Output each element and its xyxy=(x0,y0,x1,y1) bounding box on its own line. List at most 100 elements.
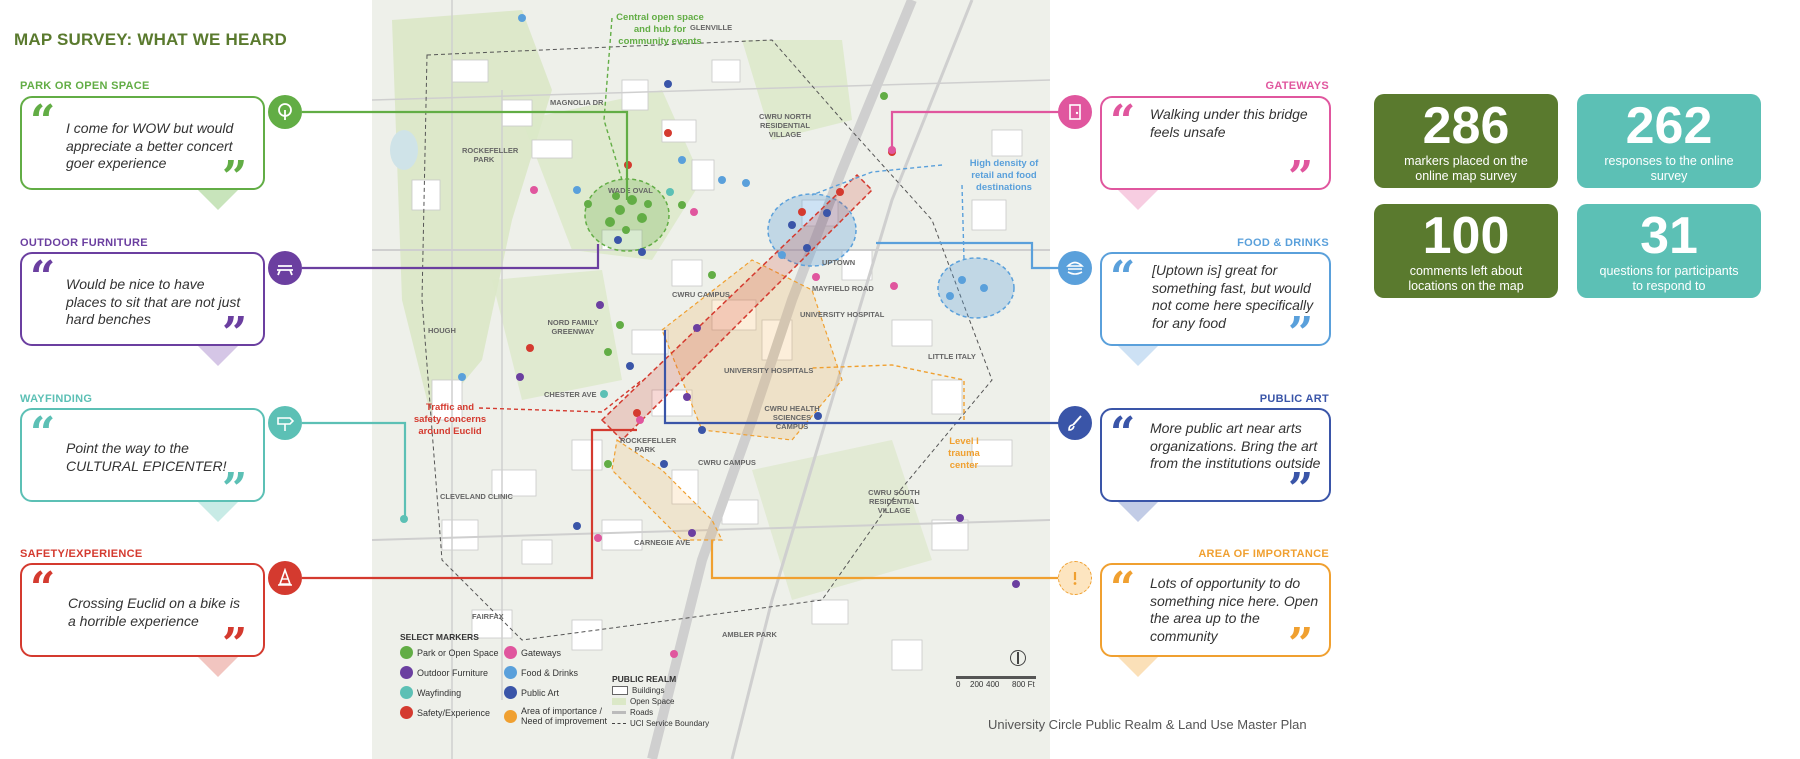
stat-label: questions for participants to respond to xyxy=(1599,264,1739,293)
legend-label: Public Art xyxy=(521,687,560,698)
stat-label: comments left about locations on the map xyxy=(1408,264,1524,293)
legend-item: Gateways xyxy=(504,646,614,659)
annotation-traffic: Traffic and safety concerns around Eucli… xyxy=(413,402,487,437)
legend-item: Safety/Experience xyxy=(400,706,500,719)
category-label-importance: AREA OF IMPORTANCE xyxy=(1198,548,1329,560)
quote-text: Would be nice to have places to sit that… xyxy=(66,276,241,327)
legend-swatch xyxy=(504,646,517,659)
legend-label: Food & Drinks xyxy=(521,667,579,678)
map-label-chester: CHESTER AVE xyxy=(544,390,597,399)
category-label-gateways: GATEWAYS xyxy=(1265,80,1329,92)
quote-card-park: “ I come for WOW but would appreciate a … xyxy=(20,96,265,200)
card-pointer xyxy=(198,502,238,522)
realm-swatch xyxy=(612,711,626,714)
burger-icon xyxy=(1058,251,1092,285)
legend-swatch xyxy=(400,686,413,699)
credit: University Circle Public Realm & Land Us… xyxy=(988,717,1307,732)
little-italy-zone xyxy=(937,257,1015,319)
card-pointer xyxy=(198,657,238,677)
card-pointer xyxy=(198,346,238,366)
legend-realm-title: PUBLIC REALM xyxy=(612,674,677,684)
map-label-carnegie: CARNEGIE AVE xyxy=(634,538,691,547)
realm-swatch xyxy=(612,686,628,695)
legend-item: Wayfinding xyxy=(400,686,500,699)
card-pointer xyxy=(1118,502,1158,522)
realm-legend-item: Buildings xyxy=(612,686,664,695)
quote-card-wayfinding: “ Point the way to the CULTURAL EPICENTE… xyxy=(20,408,265,512)
map-label-glenville: GLENVILLE xyxy=(690,23,733,32)
category-label-safety: SAFETY/EXPERIENCE xyxy=(20,548,143,560)
map-label-fairfax: FAIRFAX xyxy=(472,612,504,621)
quote-text: More public art near arts organizations.… xyxy=(1150,420,1321,471)
legend-item: Food & Drinks xyxy=(504,666,614,679)
open-quote-icon: “ xyxy=(1110,563,1136,614)
signpost-icon xyxy=(268,406,302,440)
traffic-cone-icon xyxy=(268,561,302,595)
legend-label: Gateways xyxy=(521,647,562,658)
paintbrush-icon xyxy=(1058,406,1092,440)
legend-swatch xyxy=(400,646,413,659)
map-label-cwru-campus-south: CWRU CAMPUS xyxy=(698,458,756,467)
map[interactable]: GLENVILLE ROCKEFELLER PARK WADE OVAL CWR… xyxy=(372,0,1050,759)
realm-label: Open Space xyxy=(630,697,675,706)
close-quote-icon: ” xyxy=(1288,619,1314,670)
map-label-hough: HOUGH xyxy=(428,326,456,335)
quote-card-importance: “ Lots of opportunity to do something ni… xyxy=(1100,563,1331,667)
realm-legend-item: Open Space xyxy=(612,697,674,706)
page-title: MAP SURVEY: WHAT WE HEARD xyxy=(14,30,287,49)
south-zone xyxy=(611,438,723,541)
open-quote-icon: “ xyxy=(1110,96,1136,147)
scale-label: 0 xyxy=(956,680,961,689)
close-quote-icon: ” xyxy=(1288,464,1314,515)
stat-number: 262 xyxy=(1625,97,1713,155)
legend-swatch xyxy=(504,709,517,723)
legend-item: Area of importance / Need of improvement xyxy=(504,706,614,726)
close-quote-icon: ” xyxy=(1288,308,1314,359)
realm-label: Buildings xyxy=(632,686,665,695)
close-quote-icon: ” xyxy=(1288,152,1314,203)
map-label-ambler: AMBLER PARK xyxy=(722,630,777,639)
map-label-university-hospitals: UNIVERSITY HOSPITALS xyxy=(724,366,814,375)
realm-legend-item: UCI Service Boundary xyxy=(612,719,709,728)
legend-swatch xyxy=(504,686,517,699)
scale-label: 400 xyxy=(986,680,1000,689)
quote-card-art: “ More public art near arts organization… xyxy=(1100,408,1331,512)
quote-text: Point the way to the CULTURAL EPICENTER! xyxy=(66,440,227,474)
category-label-park: PARK OR OPEN SPACE xyxy=(20,80,150,92)
map-label-little-italy: LITTLE ITALY xyxy=(928,352,976,361)
realm-swatch xyxy=(612,698,626,705)
stat-number: 100 xyxy=(1422,207,1510,265)
quote-text: Crossing Euclid on a bike is a horrible … xyxy=(68,595,240,629)
stat-label: responses to the online survey xyxy=(1604,154,1734,183)
map-label-rockefeller-park: ROCKEFELLER PARK xyxy=(462,146,519,164)
legend-label: Outdoor Furniture xyxy=(417,667,489,678)
map-label-cleveland-clinic: CLEVELAND CLINIC xyxy=(440,492,513,501)
north-arrow-icon xyxy=(1010,650,1026,666)
quote-text: [Uptown is] great for something fast, bu… xyxy=(1152,262,1314,331)
map-label-cwru-south: CWRU SOUTH RESIDENTIAL VILLAGE xyxy=(868,488,920,515)
legend-label: Park or Open Space xyxy=(417,647,499,658)
category-label-food: FOOD & DRINKS xyxy=(1237,237,1329,249)
map-label-cwru-north: CWRU NORTH RESIDENTIAL VILLAGE xyxy=(758,112,812,139)
open-quote-icon: “ xyxy=(1110,408,1136,459)
legend-label: Area of importance / Need of improvement xyxy=(521,706,608,726)
quote-text: Walking under this bridge feels unsafe xyxy=(1150,106,1308,140)
open-quote-icon: “ xyxy=(30,252,56,303)
card-pointer xyxy=(1118,657,1158,677)
door-icon xyxy=(1058,95,1092,129)
annotation-central: Central open space and hub for community… xyxy=(616,12,704,47)
category-label-furniture: OUTDOOR FURNITURE xyxy=(20,237,148,249)
realm-swatch xyxy=(612,723,626,724)
uptown-zone xyxy=(767,193,857,267)
bench-icon xyxy=(268,251,302,285)
markers-navy xyxy=(573,80,831,530)
legend-swatch xyxy=(400,706,413,719)
exclamation-icon xyxy=(1058,561,1092,595)
legend-item: Outdoor Furniture xyxy=(400,666,500,679)
realm-label: Roads xyxy=(630,708,654,717)
quote-text: Lots of opportunity to do something nice… xyxy=(1150,575,1319,644)
annotation-density: High density of retail and food destinat… xyxy=(969,158,1039,193)
